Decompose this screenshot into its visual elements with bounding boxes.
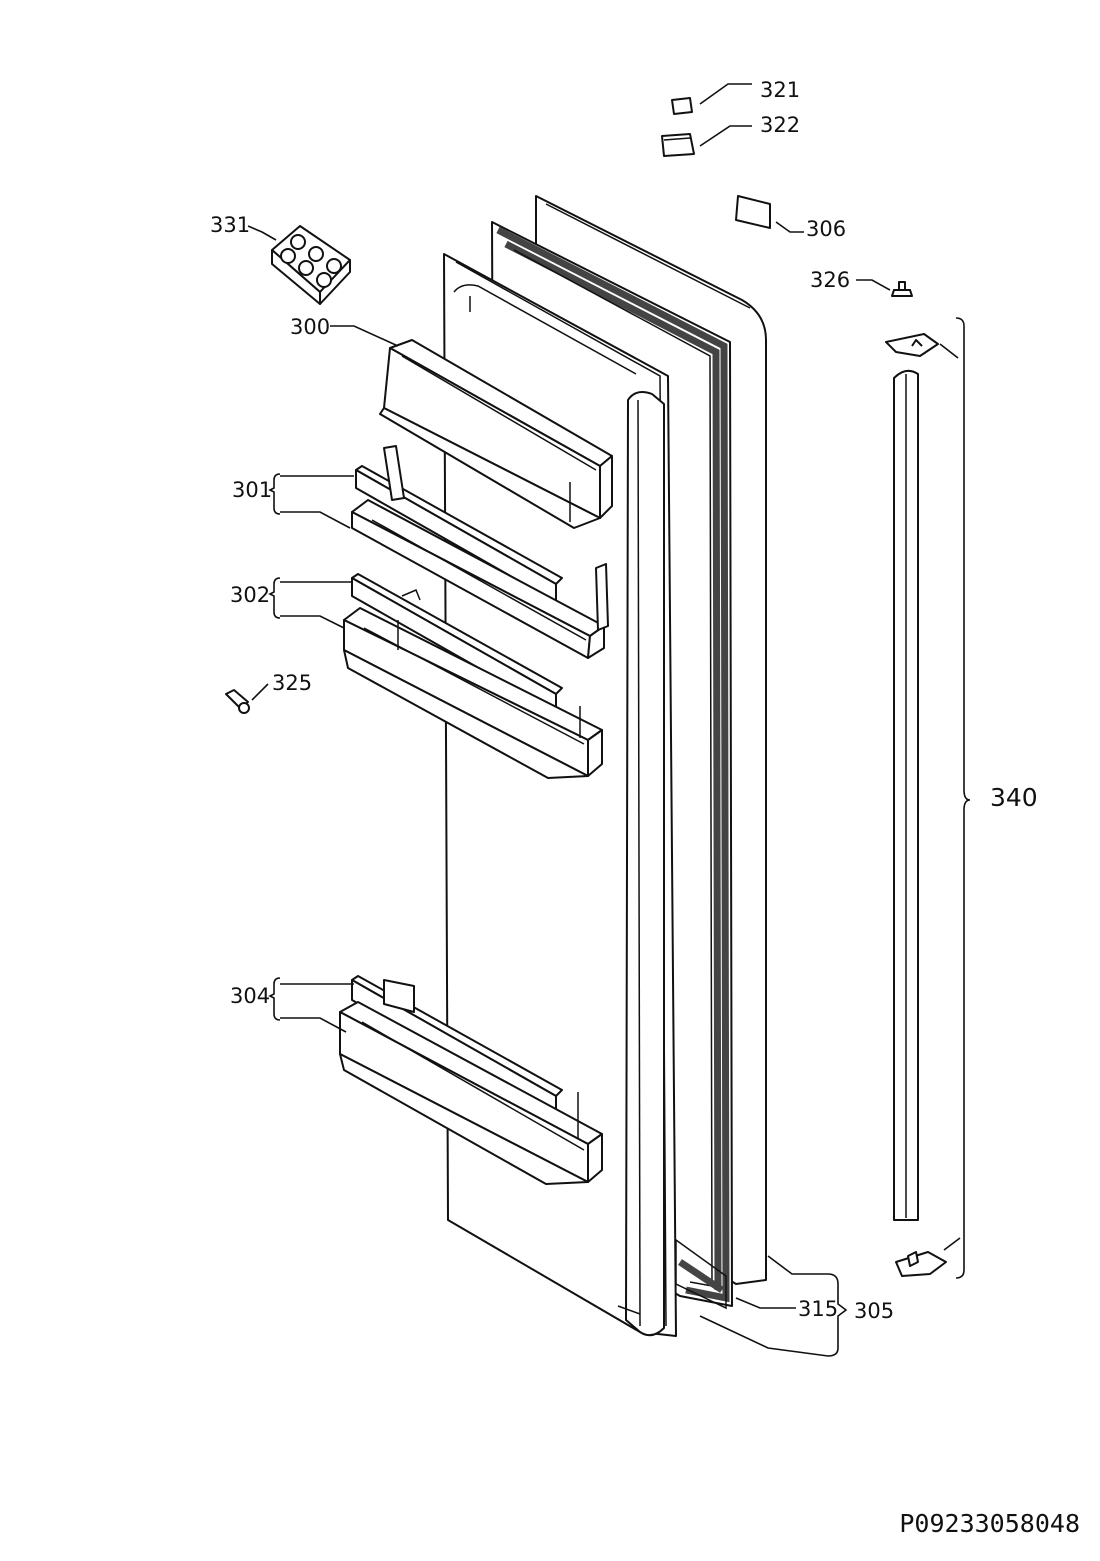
part-321-cap bbox=[671, 83, 752, 115]
part-331-egg-tray bbox=[247, 225, 351, 305]
part-340-hinge-assembly bbox=[885, 317, 971, 1279]
label-304: 304 bbox=[230, 984, 270, 1008]
label-305: 305 bbox=[854, 1299, 894, 1323]
door-lower-corner bbox=[675, 1238, 727, 1310]
part-304-door-shelf bbox=[339, 975, 603, 1185]
label-300: 300 bbox=[290, 315, 330, 339]
label-301: 301 bbox=[232, 478, 272, 502]
part-326-pin bbox=[856, 279, 913, 297]
label-325: 325 bbox=[272, 671, 312, 695]
part-300-dairy-compartment bbox=[330, 325, 613, 529]
bracket-302 bbox=[268, 577, 352, 629]
label-302: 302 bbox=[230, 583, 270, 607]
label-322: 322 bbox=[760, 113, 800, 137]
part-322-cap bbox=[661, 125, 752, 157]
bracket-301 bbox=[268, 473, 354, 529]
bracket-304 bbox=[268, 977, 354, 1033]
label-331: 331 bbox=[210, 213, 250, 237]
drawing-code: P09233058048 bbox=[899, 1509, 1080, 1538]
bracket-305 bbox=[699, 1255, 848, 1357]
label-340: 340 bbox=[990, 783, 1038, 812]
label-315: 315 bbox=[798, 1297, 838, 1321]
part-306-label-plate bbox=[735, 195, 804, 233]
door-front-strip bbox=[617, 391, 665, 1337]
part-325-screw bbox=[225, 683, 269, 714]
part-301-door-shelf bbox=[351, 445, 609, 659]
part-302-door-shelf bbox=[343, 573, 603, 779]
label-306: 306 bbox=[806, 217, 846, 241]
label-321: 321 bbox=[760, 78, 800, 102]
label-326: 326 bbox=[810, 268, 850, 292]
